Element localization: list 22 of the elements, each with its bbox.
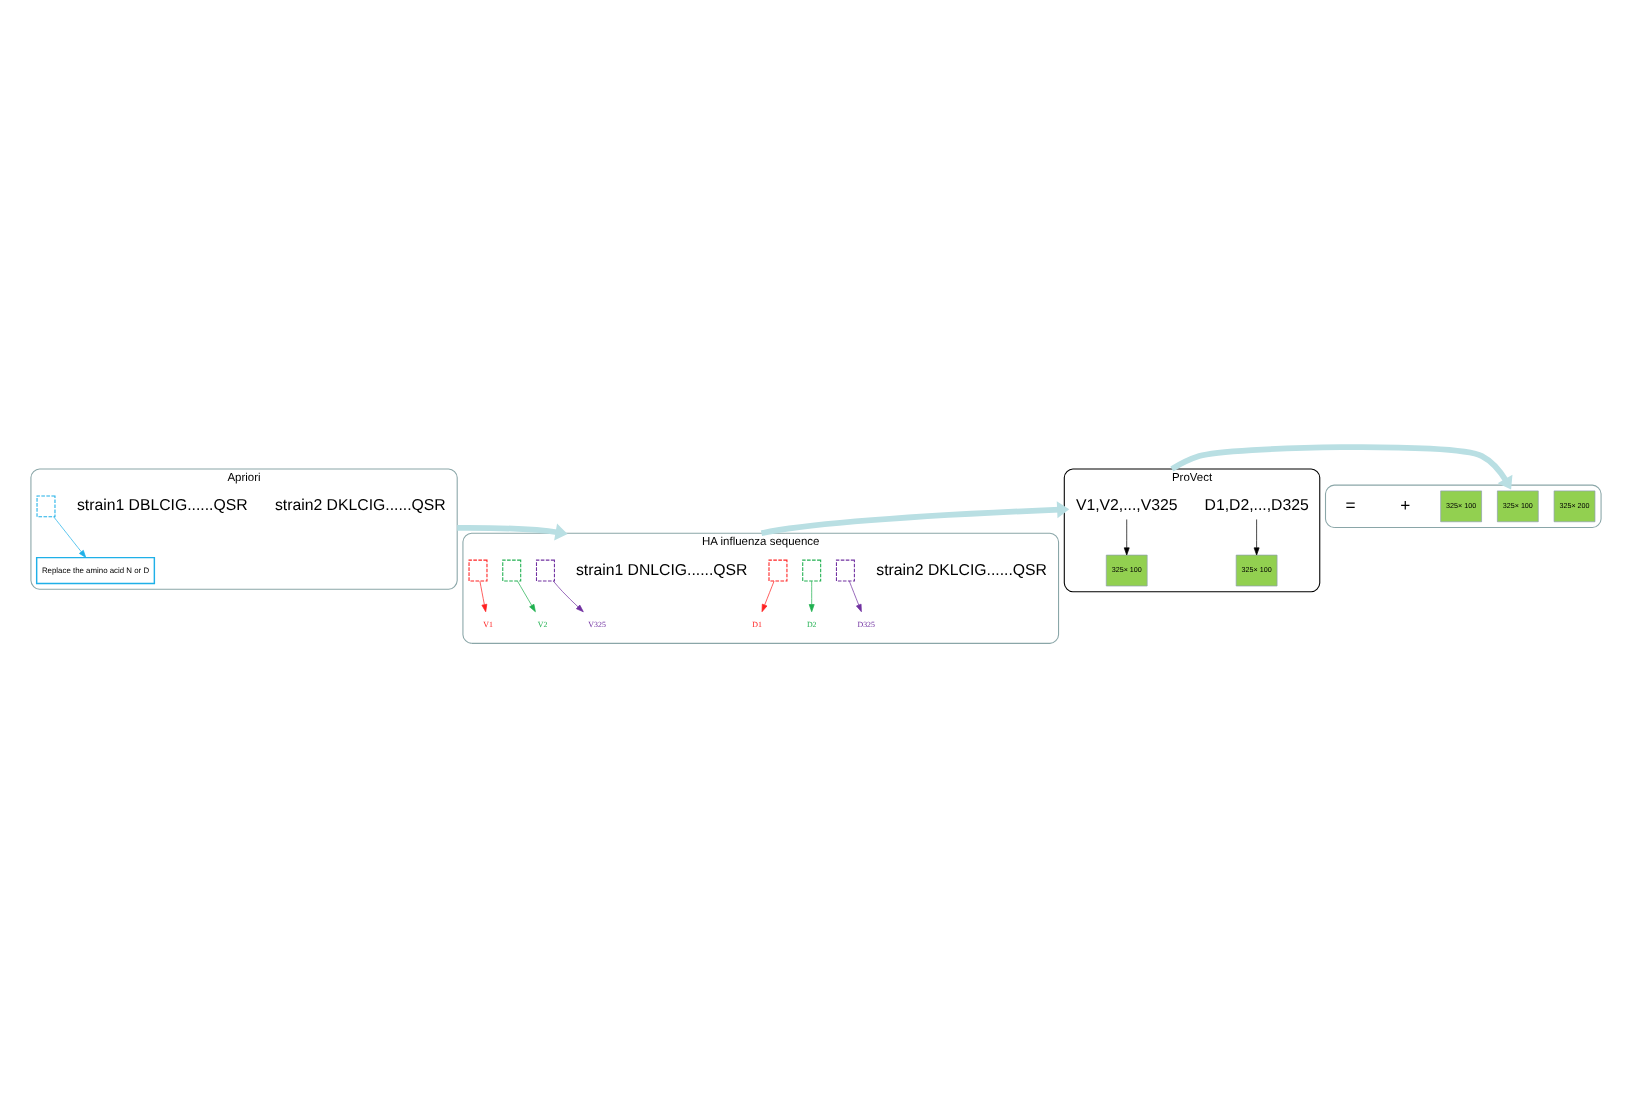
- node-box: [36, 495, 56, 518]
- node-box: [535, 559, 555, 582]
- arrow: [479, 580, 488, 613]
- arrow: [808, 580, 815, 613]
- node-box: [768, 559, 788, 582]
- arrow: [457, 523, 568, 541]
- arrow: [1123, 519, 1130, 556]
- node-box: [468, 559, 488, 582]
- arrow: [760, 501, 1070, 537]
- arrow: [761, 580, 775, 613]
- label: =: [1345, 494, 1356, 515]
- arrow: [848, 580, 862, 613]
- arrow: [552, 580, 584, 613]
- arrow: [1170, 444, 1513, 490]
- arrow: [517, 580, 536, 613]
- node-box: [502, 559, 522, 582]
- cluster: [1324, 484, 1602, 529]
- arrow: [1253, 519, 1260, 556]
- arrow: [53, 516, 87, 558]
- label: +: [1400, 494, 1411, 515]
- node-box: [835, 559, 855, 582]
- node-box: [802, 559, 822, 582]
